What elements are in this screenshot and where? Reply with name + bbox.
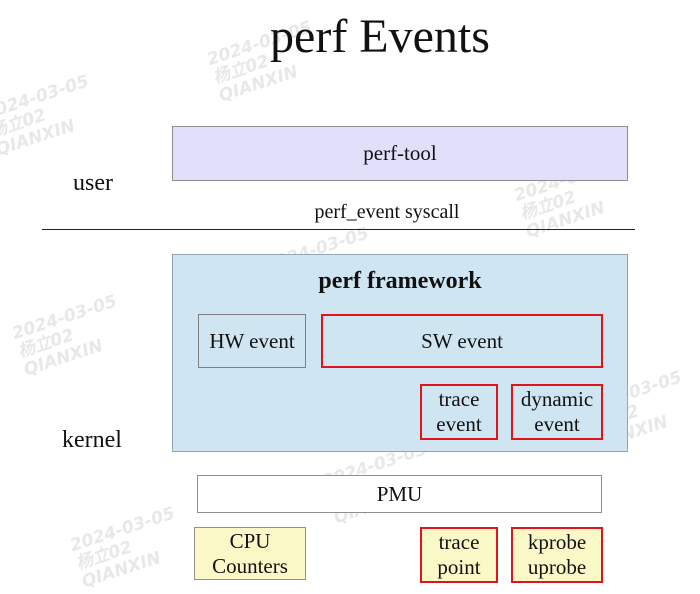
perf-tool-box: perf-tool bbox=[172, 126, 628, 181]
perf-framework-title: perf framework bbox=[318, 267, 482, 294]
trace-event-label-line1: trace bbox=[438, 387, 480, 411]
trace-point-label-line1: trace bbox=[438, 530, 480, 554]
perf-framework-box bbox=[172, 254, 628, 452]
pmu-label: PMU bbox=[376, 481, 423, 506]
kprobe-uprobe-label-line1: kprobe bbox=[527, 530, 587, 554]
pmu-box: PMU bbox=[197, 475, 602, 513]
dynamic-event-label-line2: event bbox=[534, 412, 580, 436]
trace-event-box: trace event bbox=[420, 384, 498, 440]
sw-event-box: SW event bbox=[321, 314, 603, 368]
dynamic-event-box: dynamic event bbox=[511, 384, 603, 440]
perf-tool-label: perf-tool bbox=[363, 141, 437, 165]
cpu-counters-label-line2: Counters bbox=[212, 553, 288, 578]
diagram-title: perf Events bbox=[270, 9, 490, 63]
syscall-label: perf_event syscall bbox=[314, 200, 460, 223]
trace-event-label-line2: event bbox=[436, 412, 482, 436]
sw-event-label: SW event bbox=[421, 328, 503, 353]
user-kernel-divider bbox=[42, 229, 635, 230]
kprobe-uprobe-label-line2: uprobe bbox=[527, 555, 587, 579]
cpu-counters-label-line1: CPU bbox=[229, 528, 271, 553]
cpu-counters-box: CPU Counters bbox=[194, 527, 306, 580]
hw-event-box: HW event bbox=[198, 314, 306, 368]
user-space-label: user bbox=[73, 170, 113, 196]
kernel-space-label: kernel bbox=[62, 427, 122, 453]
dynamic-event-label-line1: dynamic bbox=[520, 387, 594, 411]
hw-event-label: HW event bbox=[209, 328, 295, 353]
kprobe-uprobe-box: kprobe uprobe bbox=[511, 527, 603, 583]
trace-point-label-line2: point bbox=[437, 555, 481, 579]
trace-point-box: trace point bbox=[420, 527, 498, 583]
